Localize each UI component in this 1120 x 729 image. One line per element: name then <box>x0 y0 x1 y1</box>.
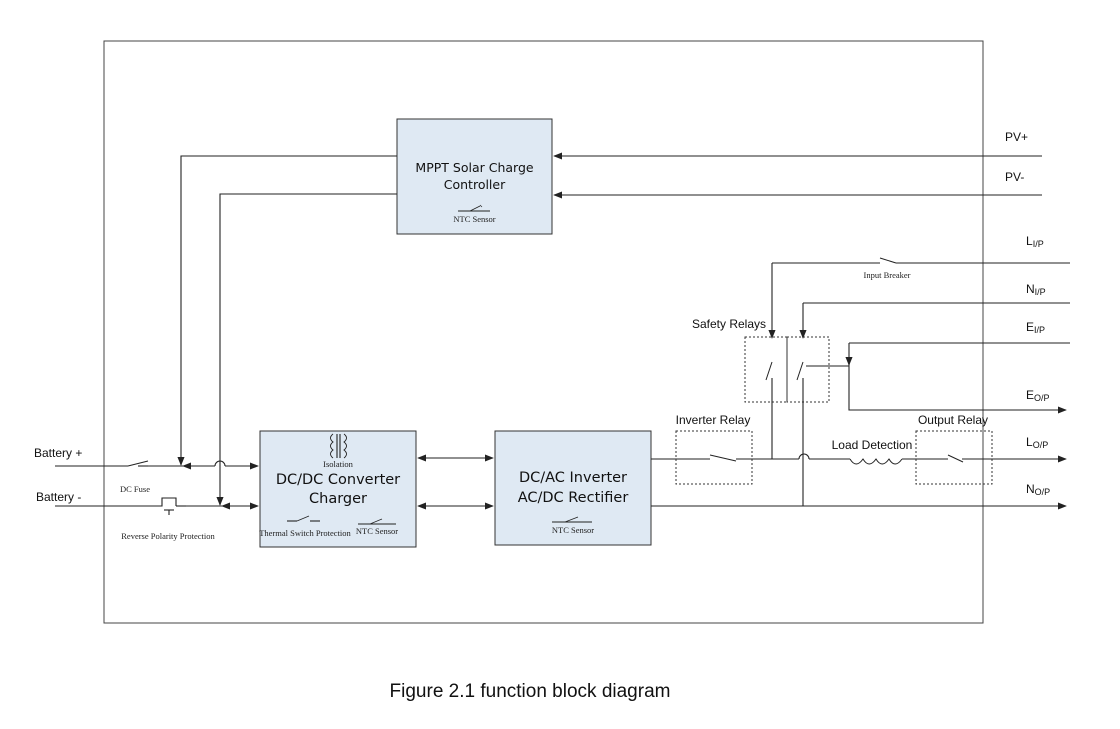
inverter-ntc-label: NTC Sensor <box>552 525 594 535</box>
input-breaker-icon <box>879 257 897 264</box>
eo-label: EO/P <box>1026 388 1050 403</box>
wire-crossover <box>798 453 810 460</box>
reverse-polarity-label: Reverse Polarity Protection <box>121 531 215 541</box>
safety-relays-label: Safety Relays <box>692 317 766 331</box>
inverter-title-line1: DC/AC Inverter <box>519 470 627 486</box>
ntc-sensor-icon <box>552 516 592 523</box>
mppt-ntc-label: NTC Sensor <box>453 214 495 224</box>
isolation-label: Isolation <box>323 459 353 469</box>
output-relay-switch-icon <box>947 454 964 463</box>
pv-minus-label: PV- <box>1005 170 1024 184</box>
ntc-sensor-icon <box>458 204 490 212</box>
dc-fuse-icon <box>127 460 149 467</box>
li-label: LI/P <box>1026 234 1044 249</box>
dcdc-title-line1: DC/DC Converter <box>276 472 400 488</box>
mppt-title-line1: MPPT Solar Charge <box>415 160 533 175</box>
mppt-out-plus-wire <box>177 155 397 466</box>
dc-fuse-label: DC Fuse <box>120 484 150 494</box>
dcdc-title-line2: Charger <box>309 491 367 507</box>
enclosure-frame <box>103 40 984 624</box>
figure-caption: Figure 2.1 function block diagram <box>390 681 671 702</box>
eo-output-wire <box>848 362 1067 414</box>
inverter-block: DC/AC Inverter AC/DC Rectifier NTC Senso… <box>494 430 652 546</box>
dcdc-block: Isolation DC/DC Converter Charger Therma… <box>259 430 417 548</box>
reverse-polarity-mosfet-icon <box>155 497 186 515</box>
inverter-relay-label: Inverter Relay <box>676 413 751 427</box>
ni-label: NI/P <box>1026 282 1046 297</box>
safety-relay-switch-n-icon <box>796 361 804 381</box>
thermal-switch-icon <box>287 515 320 522</box>
wire-crossover <box>214 460 226 467</box>
ei-label: EI/P <box>1026 320 1045 335</box>
ntc-sensor-icon <box>358 518 396 525</box>
dcdc-ntc-label: NTC Sensor <box>356 526 398 536</box>
safety-relay-box-n <box>786 336 830 403</box>
pv-plus-label: PV+ <box>1005 130 1028 144</box>
output-relay-box <box>915 430 993 485</box>
mppt-block: MPPT Solar Charge Controller NTC Sensor <box>396 118 553 235</box>
safety-relay-switch-l-icon <box>765 361 773 381</box>
battery-minus-label: Battery - <box>36 490 81 504</box>
inverter-relay-switch-icon <box>709 454 737 462</box>
thermal-switch-label: Thermal Switch Protection <box>259 528 351 538</box>
load-detection-label: Load Detection <box>832 438 913 452</box>
output-relay-label: Output Relay <box>918 413 988 427</box>
safety-relay-box-l <box>744 336 788 403</box>
transformer-icon <box>330 433 347 459</box>
load-detection-coil-icon <box>849 458 903 465</box>
lo-label: LO/P <box>1026 435 1048 450</box>
mppt-out-minus-wire <box>216 193 397 506</box>
inverter-title-line2: AC/DC Rectifier <box>518 490 629 506</box>
inverter-relay-box <box>675 430 753 485</box>
mppt-title-line2: Controller <box>444 177 506 192</box>
input-breaker-label: Input Breaker <box>864 270 911 280</box>
battery-plus-label: Battery + <box>34 446 82 460</box>
no-label: NO/P <box>1026 482 1050 497</box>
